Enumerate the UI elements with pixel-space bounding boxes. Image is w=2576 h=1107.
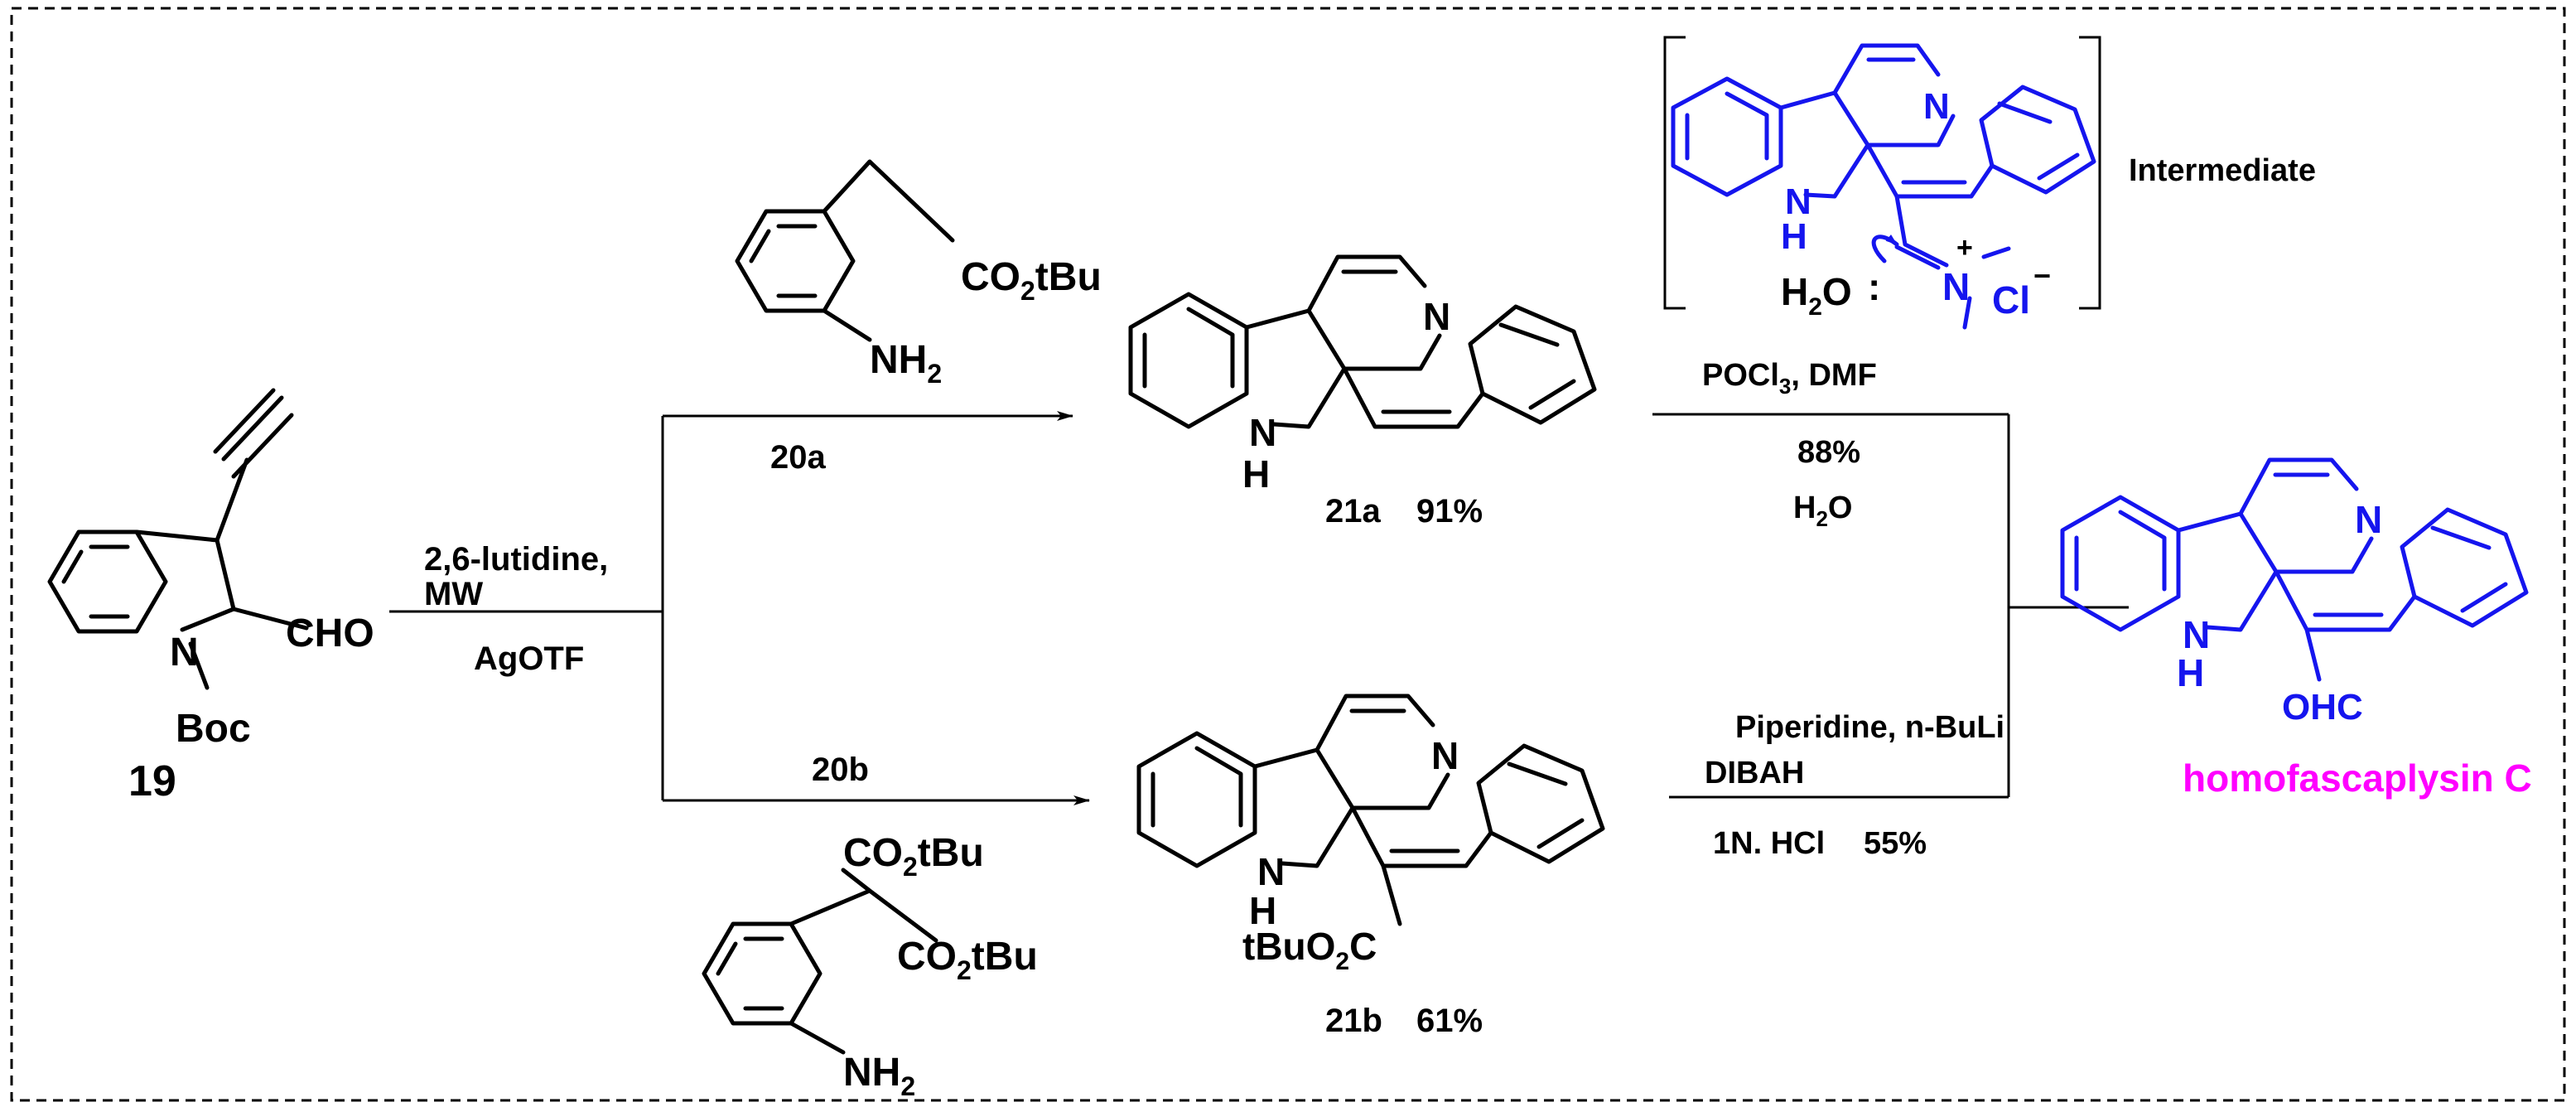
reagent-20b-ester-bottom: CO2tBu	[897, 935, 1038, 985]
product-21b-yield: 61%	[1416, 1003, 1483, 1039]
product-21b-nh-n: N	[1257, 850, 1285, 893]
step2-bottom-reagents-line3: 1N. HCl	[1713, 826, 1825, 861]
reagent-20a-amine: NH2	[870, 338, 942, 389]
step2-top-yield: 88%	[1797, 435, 1860, 470]
product-21a-nh-n: N	[1249, 411, 1276, 454]
intermediate-structure: N N H H2O : N + Cl −	[1663, 36, 2101, 330]
reagent-20b-ester-top: CO2tBu	[843, 831, 984, 882]
product-21b-n-atom: N	[1431, 734, 1459, 777]
step1-reagent-line1: 2,6-lutidine,	[424, 541, 608, 578]
intermediate-lone-pair: :	[1868, 265, 1880, 308]
step2-bottom-reagents-line1: Piperidine, n-BuLi	[1735, 710, 2004, 745]
product-21a-nh-h: H	[1242, 452, 1270, 495]
product-21b-label: 21b	[1325, 1003, 1382, 1039]
compound-19-number: 19	[128, 757, 176, 805]
intermediate-nh-n: N	[1785, 181, 1811, 222]
intermediate-water: H2O	[1781, 270, 1852, 321]
intermediate-plus-charge: +	[1956, 232, 1973, 263]
reagent-20b: CO2tBu CO2tBu NH2 20b	[702, 752, 1038, 1101]
final-product-name: homofascaplysin C	[2183, 757, 2532, 800]
product-21a-label: 21a	[1325, 493, 1381, 529]
reagent-20b-label: 20b	[812, 752, 869, 788]
final-product-aldehyde: OHC	[2282, 687, 2363, 728]
compound-19-cho-label: CHO	[286, 612, 374, 655]
product-21a: N N H 21a 91%	[1128, 254, 1597, 529]
final-product-structure: N N H OHC	[2060, 457, 2529, 728]
product-21a-n-atom: N	[1423, 295, 1450, 338]
intermediate-iminium-n: N	[1942, 265, 1970, 308]
product-21b: N N H tBuO2C 21b 61%	[1136, 694, 1605, 1039]
product-21b-nh-h: H	[1249, 889, 1276, 932]
step2-top-water: H2O	[1793, 491, 1852, 531]
step1-reagent-line2: MW	[424, 576, 483, 612]
step2-top-reagents: POCl3, DMF	[1702, 358, 1877, 399]
final-product-n-atom: N	[2355, 498, 2382, 541]
step2-bottom-yield: 55%	[1864, 826, 1927, 861]
compound-19: N CHO Boc 19	[47, 388, 374, 805]
intermediate-nh-h: H	[1781, 216, 1807, 257]
compound-19-n-atom: N	[170, 631, 199, 674]
step1-arrows	[389, 411, 1090, 805]
reagent-20a-label: 20a	[770, 439, 826, 476]
step2-bottom-reagents-line2: DIBAH	[1705, 756, 1804, 790]
final-product-nh-n: N	[2183, 613, 2210, 656]
reagent-20a: CO2tBu NH2 20a	[735, 159, 1102, 476]
step2-lines	[1652, 413, 2129, 799]
intermediate-minus-charge: −	[2033, 259, 2051, 292]
intermediate-label: Intermediate	[2129, 153, 2316, 188]
reagent-20b-amine: NH2	[843, 1051, 915, 1101]
product-21b-ester: tBuO2C	[1242, 925, 1377, 975]
intermediate-n-atom: N	[1923, 86, 1950, 127]
final-product-nh-h: H	[2177, 651, 2204, 694]
step1-reagent-agotf: AgOTF	[474, 641, 584, 677]
compound-19-boc-label: Boc	[176, 707, 251, 751]
product-21a-yield: 91%	[1416, 493, 1483, 529]
intermediate-chloride: Cl	[1992, 278, 2030, 321]
reagent-20a-ester: CO2tBu	[961, 255, 1102, 306]
dashed-frame	[10, 7, 2566, 1102]
